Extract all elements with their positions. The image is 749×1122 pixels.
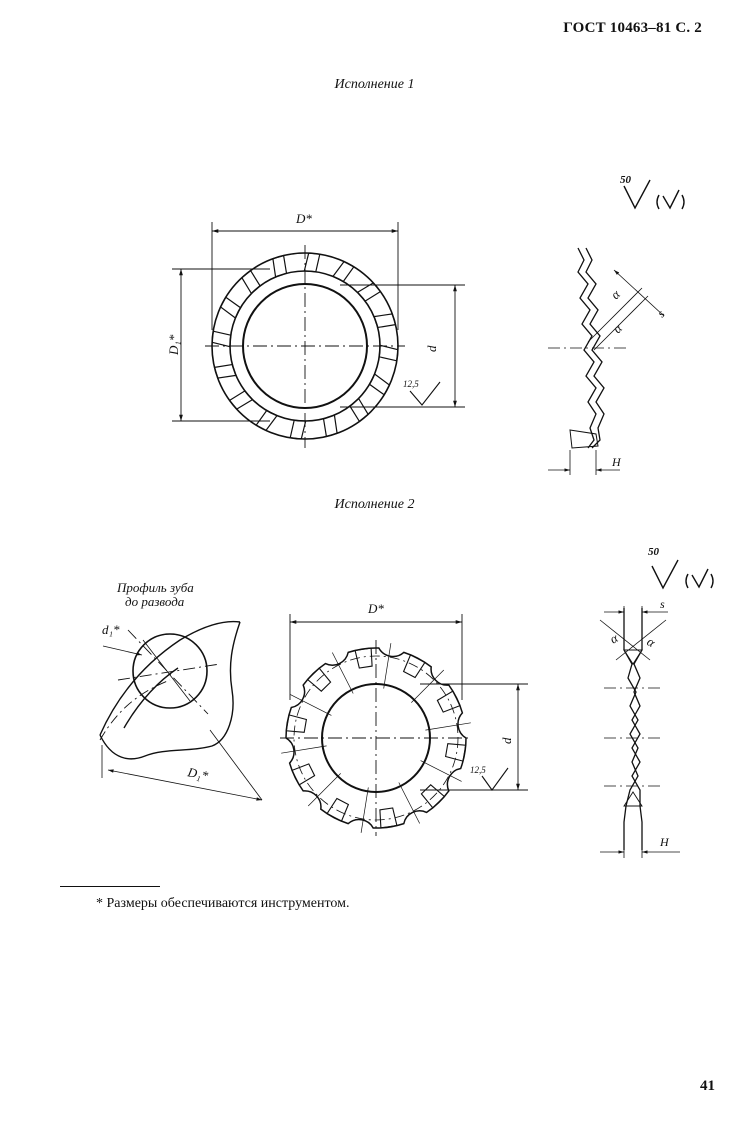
alpha-label-1b: α bbox=[610, 320, 626, 336]
tooth-profile-view bbox=[99, 620, 263, 801]
d1-label-1: D₁* bbox=[166, 334, 181, 356]
variant-2-dimensions bbox=[289, 614, 528, 791]
tooth-profile-title-line1: Профиль зуба bbox=[116, 580, 194, 595]
roughness-local-1: 12,5 bbox=[403, 379, 419, 389]
d-inner-label-1: d bbox=[424, 345, 439, 352]
variant-2-side-view bbox=[599, 606, 680, 858]
s-label-1: s bbox=[654, 307, 667, 320]
d1-label-2: D₁* bbox=[185, 764, 210, 783]
footnote: * Размеры обеспечиваются инструментом. bbox=[96, 896, 350, 911]
d-inner-label-2: d bbox=[499, 737, 514, 744]
roughness-symbol-1 bbox=[623, 179, 685, 210]
d-outer-label-1: D* bbox=[295, 211, 312, 226]
alpha-label-1a: α bbox=[608, 286, 624, 302]
h-label-1: H bbox=[611, 455, 622, 469]
page-number: 41 bbox=[700, 1078, 715, 1094]
variant-1-side-view bbox=[548, 247, 665, 475]
footnote-rule bbox=[60, 886, 160, 887]
roughness-local-2: 12,5 bbox=[470, 765, 486, 775]
alpha-label-2b: α bbox=[645, 634, 659, 651]
roughness-main-2: 50 bbox=[648, 546, 660, 558]
variant-1-dimensions bbox=[172, 222, 465, 422]
variant-1-front-view bbox=[205, 245, 405, 448]
d1-tooth-label: d₁* bbox=[102, 622, 120, 637]
variant-1-caption: Исполнение 1 bbox=[334, 77, 415, 92]
s-label-2: s bbox=[660, 597, 665, 611]
variant-2-front-view bbox=[280, 640, 472, 836]
h-label-2: H bbox=[659, 835, 670, 849]
roughness-symbol-2 bbox=[651, 559, 714, 590]
d-outer-label-2: D* bbox=[367, 601, 384, 616]
roughness-main-1: 50 bbox=[620, 174, 632, 186]
tooth-profile-title-line2: до развода bbox=[125, 594, 185, 609]
variant-2-caption: Исполнение 2 bbox=[334, 497, 415, 512]
alpha-label-2a: α bbox=[607, 630, 621, 647]
standard-header: ГОСТ 10463–81 С. 2 bbox=[563, 20, 702, 36]
